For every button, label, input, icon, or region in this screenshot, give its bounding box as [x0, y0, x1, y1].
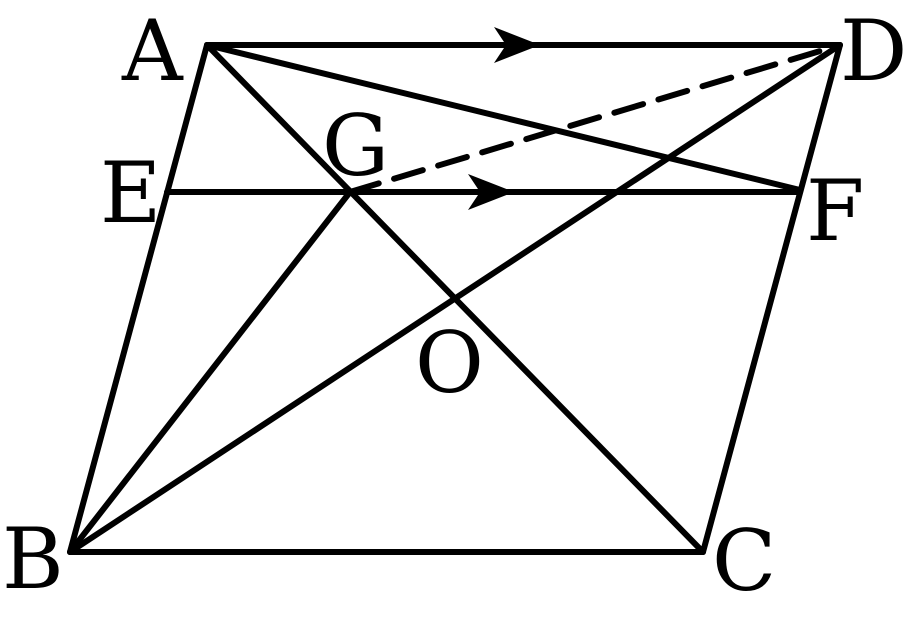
label-F: F: [806, 162, 864, 260]
label-D: D: [840, 2, 907, 100]
label-A: A: [121, 2, 184, 100]
arrow-marker-EF: [468, 174, 514, 210]
label-G: G: [322, 97, 389, 195]
label-O: O: [415, 314, 484, 412]
label-B: B: [2, 510, 64, 608]
label-C: C: [712, 512, 776, 610]
segment-AB: [67, 42, 210, 555]
segment-CD: [700, 42, 843, 555]
label-E: E: [100, 144, 161, 242]
arrow-marker-AD: [494, 27, 540, 63]
segment-GD-dashed: [347, 42, 843, 195]
segment-BG: [67, 189, 353, 555]
segment-BD: [67, 42, 843, 555]
segment-AF: [204, 42, 803, 193]
